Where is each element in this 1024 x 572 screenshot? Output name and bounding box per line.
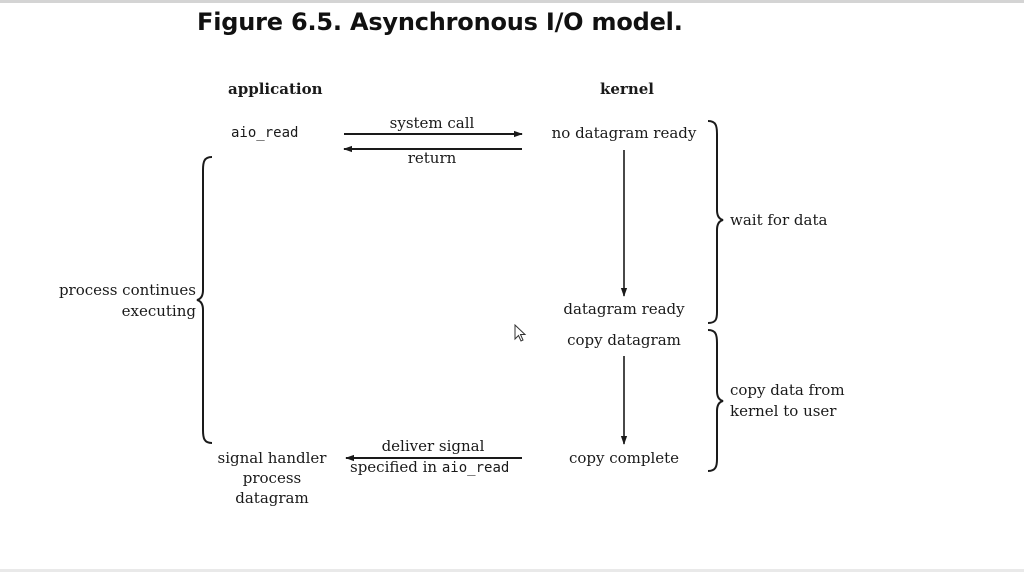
process-continues-brace bbox=[196, 156, 213, 444]
process-continues-label: process continues executing bbox=[40, 280, 196, 322]
process-continues-line-2: executing bbox=[121, 302, 196, 320]
no-datagram-ready-label: no datagram ready bbox=[551, 124, 697, 142]
window-top-edge bbox=[0, 0, 1024, 3]
signal-handler-label: signal handler process datagram bbox=[212, 448, 332, 508]
copy-data-brace bbox=[707, 329, 724, 472]
signal-handler-line-3: datagram bbox=[235, 489, 309, 507]
return-label: return bbox=[407, 149, 457, 167]
process-continues-line-1: process continues bbox=[58, 281, 196, 299]
wait-for-data-label: wait for data bbox=[730, 211, 828, 229]
copy-data-label: copy data from kernel to user bbox=[730, 380, 845, 422]
signal-handler-line-2: process bbox=[242, 469, 302, 487]
kernel-column-header: kernel bbox=[600, 80, 654, 98]
signal-handler-line-1: signal handler bbox=[217, 449, 327, 467]
wait-for-data-brace bbox=[707, 120, 724, 324]
application-column-header: application bbox=[228, 80, 323, 98]
system-call-label: system call bbox=[389, 114, 475, 132]
specified-in-text: specified in bbox=[350, 458, 438, 476]
copy-data-line-2: kernel to user bbox=[730, 402, 837, 420]
deliver-signal-label: deliver signal bbox=[381, 437, 485, 455]
mouse-cursor-icon bbox=[514, 324, 527, 342]
figure-title: Figure 6.5. Asynchronous I/O model. bbox=[197, 8, 683, 36]
copy-complete-label: copy complete bbox=[568, 449, 680, 467]
aio-read-call-label: aio_read bbox=[231, 125, 299, 141]
datagram-ready-label: datagram ready bbox=[563, 300, 685, 318]
copy-data-line-1: copy data from bbox=[730, 381, 845, 399]
specified-in-label: specified in aio_read bbox=[350, 458, 509, 476]
window-bottom-edge bbox=[0, 569, 1024, 572]
specified-in-func: aio_read bbox=[441, 460, 510, 476]
copy-datagram-label: copy datagram bbox=[567, 331, 681, 349]
